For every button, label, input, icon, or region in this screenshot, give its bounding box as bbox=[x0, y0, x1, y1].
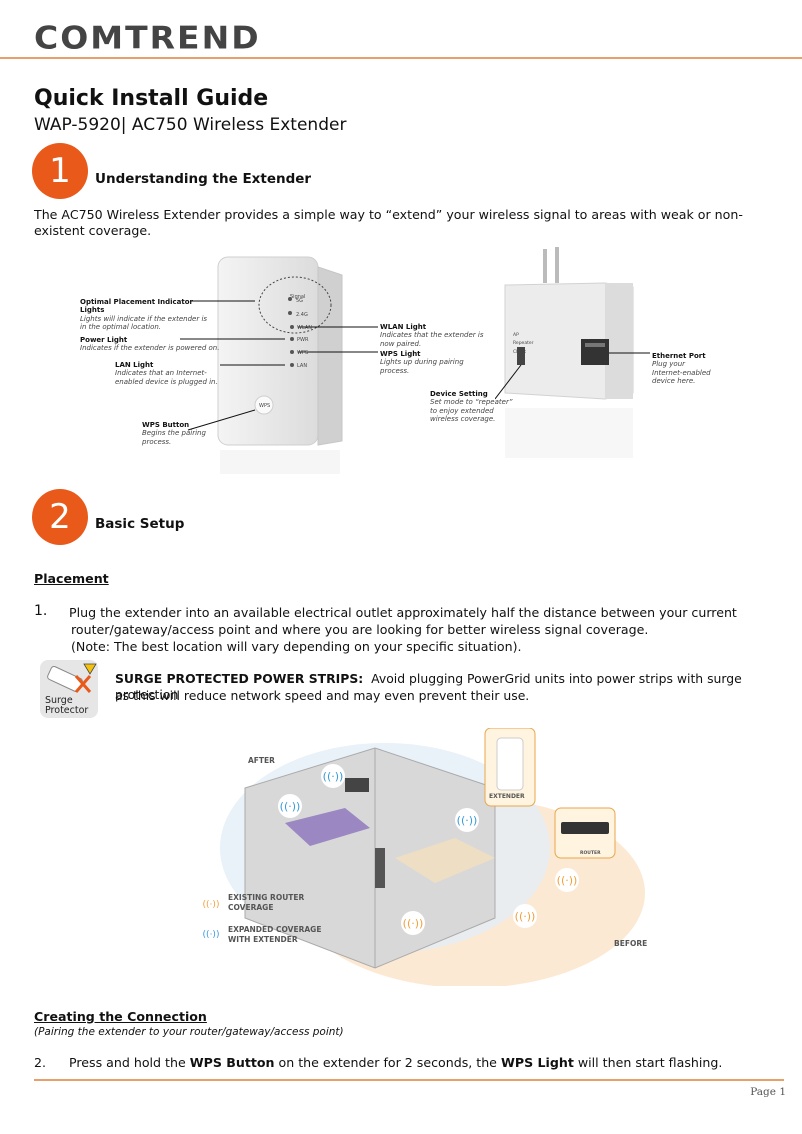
placement-item-number: 1. bbox=[34, 603, 48, 619]
callout-lan-light: LAN Light Indicates that an Internet-ena… bbox=[115, 361, 220, 386]
led-pwr-label: PWR bbox=[297, 337, 309, 343]
mode-switch-label: AP Repeater Client bbox=[513, 333, 534, 355]
callout-wlan-title: WLAN Light bbox=[380, 323, 427, 331]
placement-line-1: Plug the extender into an available elec… bbox=[69, 605, 737, 620]
connection-wps-button: WPS Button bbox=[189, 1055, 275, 1070]
callout-wps-light: WPS Light Lights up during pairing proce… bbox=[380, 350, 475, 375]
connection-post: will then start flashing. bbox=[573, 1055, 723, 1070]
extender-side-diagram bbox=[495, 247, 650, 458]
callout-wlan-light: WLAN Light Indicates that the extender i… bbox=[380, 323, 485, 348]
callout-wlan-desc: Indicates that the extender is now paire… bbox=[380, 331, 484, 348]
coverage-router-label: ROUTER bbox=[580, 851, 601, 856]
led-wlan-label: WLAN bbox=[297, 325, 313, 331]
svg-text:((·)): ((·)) bbox=[457, 814, 478, 827]
callout-placement-title: Optimal Placement Indicator Lights bbox=[80, 298, 193, 315]
surge-icon-label: Surge Protector bbox=[45, 695, 89, 716]
placement-heading: Placement bbox=[34, 571, 109, 586]
step-2-badge: 2 bbox=[32, 489, 88, 545]
callout-placement-desc: Lights will indicate if the extender is … bbox=[80, 314, 208, 332]
callout-device-desc: Set mode to “repeater” to enjoy extended… bbox=[430, 398, 513, 424]
document-title: Quick Install Guide bbox=[34, 86, 269, 111]
coverage-before-label: BEFORE bbox=[614, 939, 648, 948]
svg-text:((·)): ((·)) bbox=[557, 874, 578, 887]
surge-protector-icon: Surge Protector bbox=[40, 660, 98, 718]
callout-power-light: Power Light Indicates if the extender is… bbox=[80, 336, 220, 353]
surge-warning-line-1: SURGE PROTECTED POWER STRIPS: Avoid plug… bbox=[115, 671, 802, 703]
callout-power-desc: Indicates if the extender is powered on. bbox=[80, 344, 220, 353]
legend-expanded-coverage: EXPANDED COVERAGE WITH EXTENDER bbox=[228, 925, 322, 944]
connection-wps-light: WPS Light bbox=[500, 1055, 574, 1070]
callout-lan-desc: Indicates that an Internet-enabled devic… bbox=[115, 369, 218, 386]
callout-ethernet-port: Ethernet Port Plug your Internet-enabled… bbox=[652, 352, 712, 386]
led-signal-label: Signal bbox=[290, 294, 306, 300]
coverage-after-label: AFTER bbox=[248, 756, 275, 765]
led-5g-label: 5G bbox=[296, 298, 304, 304]
legend-existing-coverage: EXISTING ROUTER COVERAGE bbox=[228, 893, 305, 912]
coverage-extender-label: EXTENDER bbox=[489, 793, 525, 800]
intro-line-2: existent coverage. bbox=[34, 223, 152, 238]
callout-device-title: Device Setting bbox=[430, 390, 488, 398]
callout-wps-light-desc: Lights up during pairing process. bbox=[380, 358, 464, 375]
led-24g-label: 2.4G bbox=[296, 312, 308, 318]
callout-wps-light-title: WPS Light bbox=[380, 350, 421, 358]
connection-heading: Creating the Connection bbox=[34, 1009, 207, 1024]
header-divider bbox=[0, 57, 802, 59]
page-number: Page 1 bbox=[750, 1086, 786, 1098]
svg-text:((·)): ((·)) bbox=[203, 930, 220, 940]
callout-wps-button-title: WPS Button bbox=[142, 421, 190, 429]
led-wps-label: WPS bbox=[297, 350, 309, 356]
svg-text:((·)): ((·)) bbox=[203, 900, 220, 910]
led-lan-label: LAN bbox=[297, 363, 308, 369]
coverage-illustration: ((·)) ((·)) ((·)) ((·)) ((·)) ((·)) ((·)… bbox=[201, 728, 645, 986]
callout-lan-title: LAN Light bbox=[115, 361, 154, 369]
extender-front-diagram bbox=[180, 256, 378, 474]
step-1-heading: Understanding the Extender bbox=[95, 171, 312, 187]
svg-text:((·)): ((·)) bbox=[403, 917, 424, 930]
connection-item-number: 2. bbox=[34, 1055, 47, 1070]
callout-device-setting: Device Setting Set mode to “repeater” to… bbox=[430, 390, 520, 424]
surge-warning-line-2: as this will reduce network speed and ma… bbox=[115, 688, 530, 703]
step-1-badge: 1 bbox=[32, 143, 88, 199]
connection-subtitle: (Pairing the extender to your router/gat… bbox=[34, 1026, 344, 1038]
comtrend-logo: COMTREND bbox=[34, 18, 261, 57]
callout-wps-button: WPS Button Begins the pairing process. bbox=[142, 421, 222, 446]
surge-warning-bold: SURGE PROTECTED POWER STRIPS: bbox=[115, 671, 364, 686]
step-2-heading: Basic Setup bbox=[95, 516, 185, 532]
callout-ethernet-desc: Plug your Internet-enabled device here. bbox=[652, 360, 711, 386]
callout-power-title: Power Light bbox=[80, 336, 128, 344]
footer-divider bbox=[34, 1079, 784, 1081]
svg-text:((·)): ((·)) bbox=[323, 770, 344, 783]
surge-warning-text-1: Avoid plugging PowerGrid units into powe… bbox=[115, 671, 742, 702]
callout-wps-button-desc: Begins the pairing process. bbox=[142, 429, 206, 446]
document-subtitle: WAP-5920| AC750 Wireless Extender bbox=[34, 115, 347, 135]
connection-pre: Press and hold the bbox=[69, 1055, 190, 1070]
placement-line-3: (Note: The best location will vary depen… bbox=[71, 639, 522, 654]
callout-placement-lights: Optimal Placement Indicator Lights Light… bbox=[80, 298, 210, 332]
wps-button-label: WPS bbox=[259, 403, 271, 409]
svg-text:((·)): ((·)) bbox=[515, 910, 536, 923]
connection-step-text: Press and hold the WPS Button on the ext… bbox=[69, 1055, 722, 1071]
svg-text:((·)): ((·)) bbox=[280, 800, 301, 813]
placement-line-2: router/gateway/access point and where yo… bbox=[71, 622, 649, 637]
power-strip-graphic bbox=[47, 663, 97, 693]
connection-mid: on the extender for 2 seconds, the bbox=[274, 1055, 501, 1070]
callout-ethernet-title: Ethernet Port bbox=[652, 352, 706, 360]
intro-line-1: The AC750 Wireless Extender provides a s… bbox=[34, 207, 743, 222]
